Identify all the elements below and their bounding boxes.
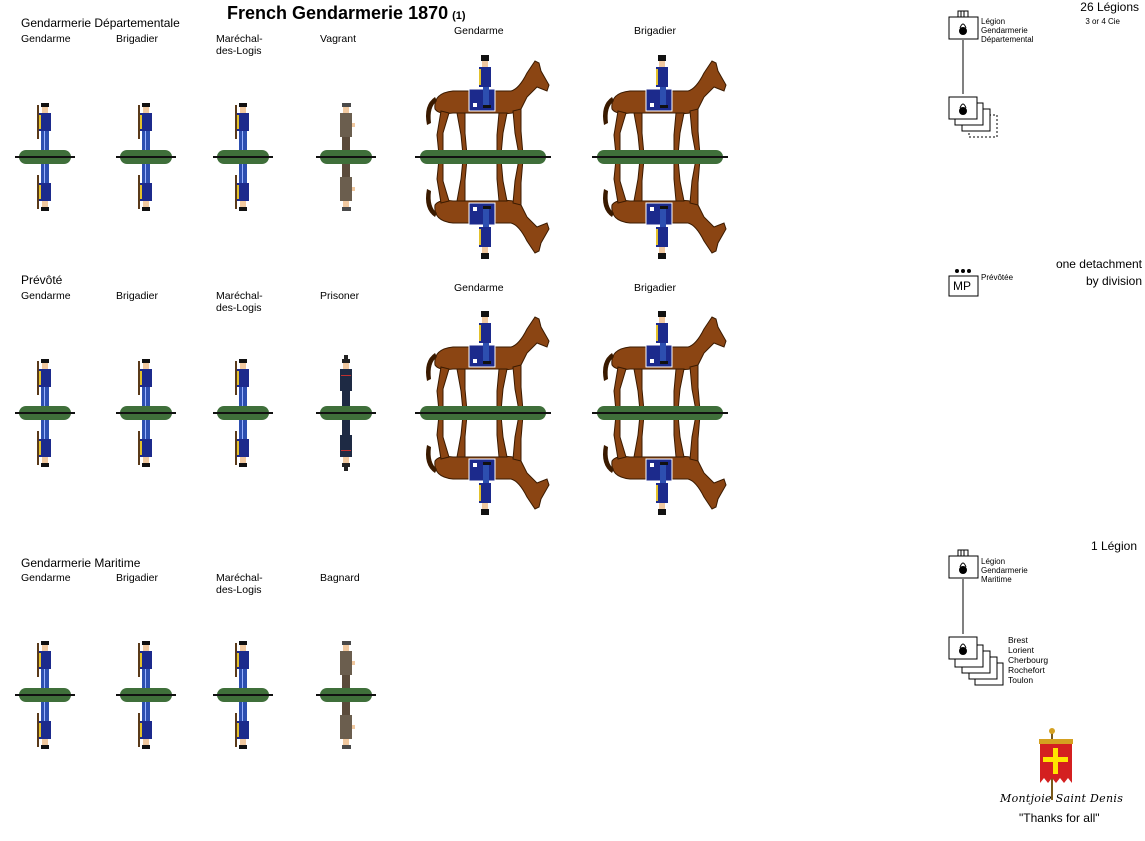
port-label: Toulon xyxy=(1008,675,1034,685)
org-hq-label-line1: Légion xyxy=(981,17,1006,26)
soldier-figure-icon xyxy=(316,641,376,749)
soldier-figure-icon xyxy=(213,103,273,211)
title-note: (1) xyxy=(452,10,466,22)
soldier-figure-icon xyxy=(15,359,75,467)
section-title-maritime: Gendarmerie Maritime xyxy=(21,556,141,570)
figure-label: Brigadier xyxy=(116,290,159,302)
figure-label: Brigadier xyxy=(116,572,159,584)
figure-label: Gendarme xyxy=(21,290,71,302)
mp-symbol-text: MP xyxy=(953,279,971,293)
section-title-prevote: Prévôté xyxy=(21,273,63,287)
figure-label: Brigadier xyxy=(116,33,159,45)
figure-label: Vagrant xyxy=(320,33,356,45)
figure-label: Gendarme xyxy=(454,282,504,294)
soldier-figure-icon xyxy=(116,359,176,467)
ports-stack-icon xyxy=(948,636,1004,686)
figures-layer xyxy=(15,54,728,749)
soldier-figure-icon xyxy=(116,641,176,749)
soldier-figure-icon xyxy=(116,103,176,211)
horse-rider-icon xyxy=(415,310,551,516)
figure-label: Brigadier xyxy=(634,282,677,294)
figure-label: Gendarme xyxy=(21,572,71,584)
figure-label: Maréchal- des-Logis xyxy=(216,572,263,596)
mp-label: Prévôtée xyxy=(981,273,1014,282)
org-subnote-departementale: 3 or 4 Cie xyxy=(1085,17,1120,26)
figure-label: Maréchal- des-Logis xyxy=(216,33,263,57)
org-maritime-label-line1: Légion xyxy=(981,557,1006,566)
horse-rider-icon xyxy=(592,54,728,260)
signature: Montjoie Saint Denis xyxy=(1000,792,1124,805)
org-hq-label-line2: Gendarmerie xyxy=(981,26,1028,35)
banner-icon xyxy=(1039,728,1073,800)
port-label: Brest xyxy=(1008,635,1028,645)
figure-label: Brigadier xyxy=(634,25,677,37)
title-text: French Gendarmerie 1870 xyxy=(227,3,449,23)
horse-rider-icon xyxy=(592,310,728,516)
page-title: French Gendarmerie 1870(1) xyxy=(227,3,466,24)
port-label: Cherbourg xyxy=(1008,655,1049,665)
org-note-departementale: 26 Légions xyxy=(1080,0,1139,14)
thanks-note: "Thanks for all" xyxy=(1019,811,1100,825)
soldier-figure-icon xyxy=(15,103,75,211)
org-maritime-label-line3: Maritime xyxy=(981,575,1012,584)
horse-rider-icon xyxy=(415,54,551,260)
port-label: Rochefort xyxy=(1008,665,1045,675)
figure-label: Gendarme xyxy=(21,33,71,45)
maritime-unit-icon xyxy=(948,549,979,634)
unit-symbol-icon xyxy=(948,10,979,94)
soldier-figure-icon xyxy=(316,103,376,211)
org-hq-label-line3: Départemental xyxy=(981,35,1034,44)
figure-label: Gendarme xyxy=(454,25,504,37)
mp-unit-icon xyxy=(948,269,979,297)
org-note-prevote-line1: one detachment xyxy=(1055,257,1142,271)
section-title-departementale: Gendarmerie Départementale xyxy=(21,16,180,30)
figure-label: Prisoner xyxy=(320,290,360,302)
soldier-figure-icon xyxy=(213,359,273,467)
company-stack-icon xyxy=(948,96,998,138)
org-maritime-label-line2: Gendarmerie xyxy=(981,566,1028,575)
figure-label: Maréchal- des-Logis xyxy=(216,290,263,314)
port-label: Lorient xyxy=(1008,645,1034,655)
soldier-figure-icon xyxy=(316,355,376,471)
soldier-figure-icon xyxy=(15,641,75,749)
org-note-maritime: 1 Légion xyxy=(1090,539,1137,553)
soldier-figure-icon xyxy=(213,641,273,749)
figure-label: Bagnard xyxy=(320,572,360,584)
org-note-prevote-line2: by division xyxy=(1085,274,1142,288)
